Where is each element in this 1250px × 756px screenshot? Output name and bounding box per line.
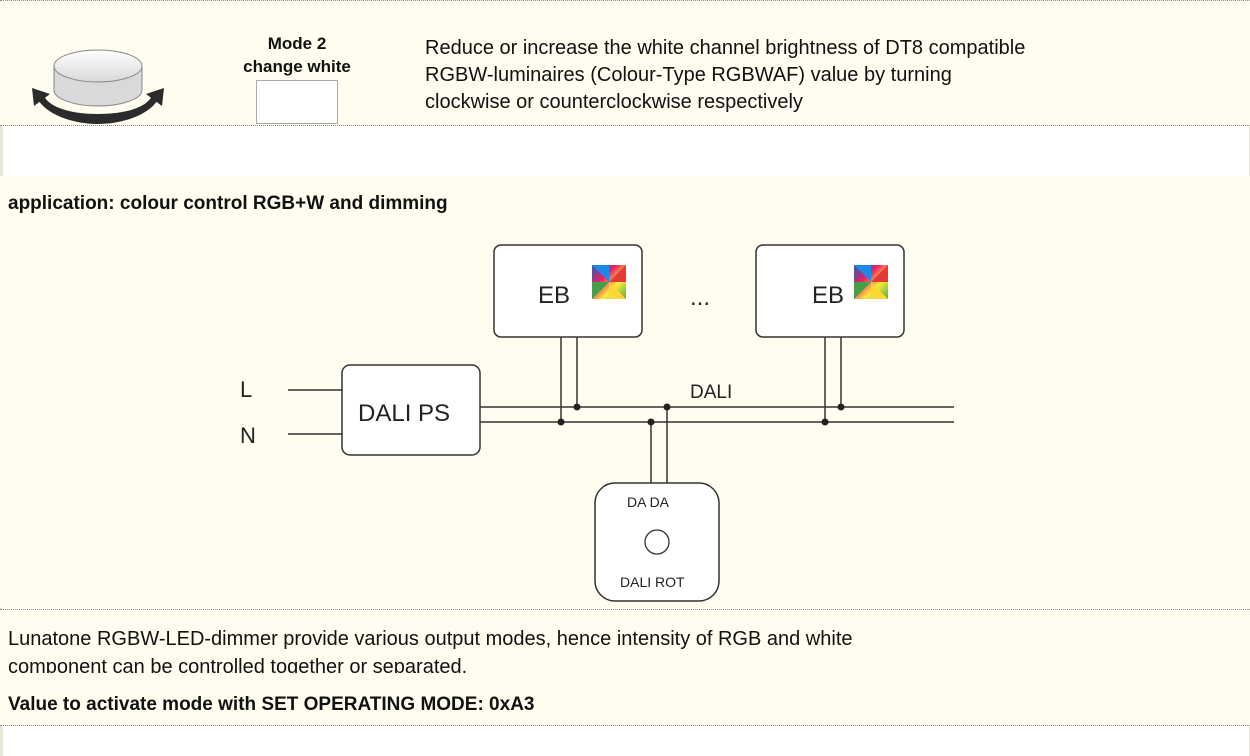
- dimmer-description-line-2: component can be controlled together or …: [8, 656, 468, 678]
- description-line-1: Reduce or increase the white channel bri…: [425, 37, 1026, 59]
- dali-rotary-device: DA DA DALI ROT: [594, 482, 720, 602]
- mode-subtitle: change white: [243, 57, 351, 76]
- mode-description: Reduce or increase the white channel bri…: [425, 35, 1245, 116]
- rot-terminals-label: DA DA: [627, 494, 670, 510]
- dimmer-description: Lunatone RGBW-LED-dimmer provide various…: [8, 625, 1238, 681]
- line-l-label: L: [240, 377, 252, 402]
- mode-row: [0, 0, 1250, 126]
- mode-title: Mode 2: [267, 34, 327, 53]
- activation-value: Value to activate mode with SET OPERATIN…: [8, 694, 535, 715]
- activation-row: [0, 673, 1250, 726]
- ellipsis-text: ...: [690, 284, 710, 311]
- wiring-diagram: EB ... EB L N DALI PS DALI: [240, 244, 954, 602]
- rot-device-label: DALI ROT: [620, 574, 685, 590]
- dimmer-description-line-1: Lunatone RGBW-LED-dimmer provide various…: [8, 628, 853, 650]
- line-n-label: N: [240, 423, 256, 448]
- description-line-2: RGBW-luminaires (Colour-Type RGBWAF) val…: [425, 64, 952, 86]
- power-supply-label: DALI PS: [358, 400, 450, 427]
- ballast-right: EB: [755, 244, 905, 338]
- application-title: application: colour control RGB+W and di…: [8, 193, 448, 214]
- ballast-right-label: EB: [812, 282, 844, 309]
- mode-indicator: Mode 2 change white: [222, 32, 372, 124]
- rotary-knob-icon: [32, 49, 164, 124]
- colour-wheel-icon: [592, 265, 626, 299]
- ballast-left-label: EB: [538, 282, 570, 309]
- rot-knob-icon: [644, 529, 670, 555]
- dali-bus-label: DALI: [690, 382, 732, 403]
- description-line-3: clockwise or counterclockwise respective…: [425, 91, 803, 113]
- dali-power-supply: DALI PS: [341, 364, 481, 456]
- mode-color-swatch: [256, 80, 338, 124]
- colour-wheel-icon: [854, 265, 888, 299]
- ballast-left: EB: [493, 244, 643, 338]
